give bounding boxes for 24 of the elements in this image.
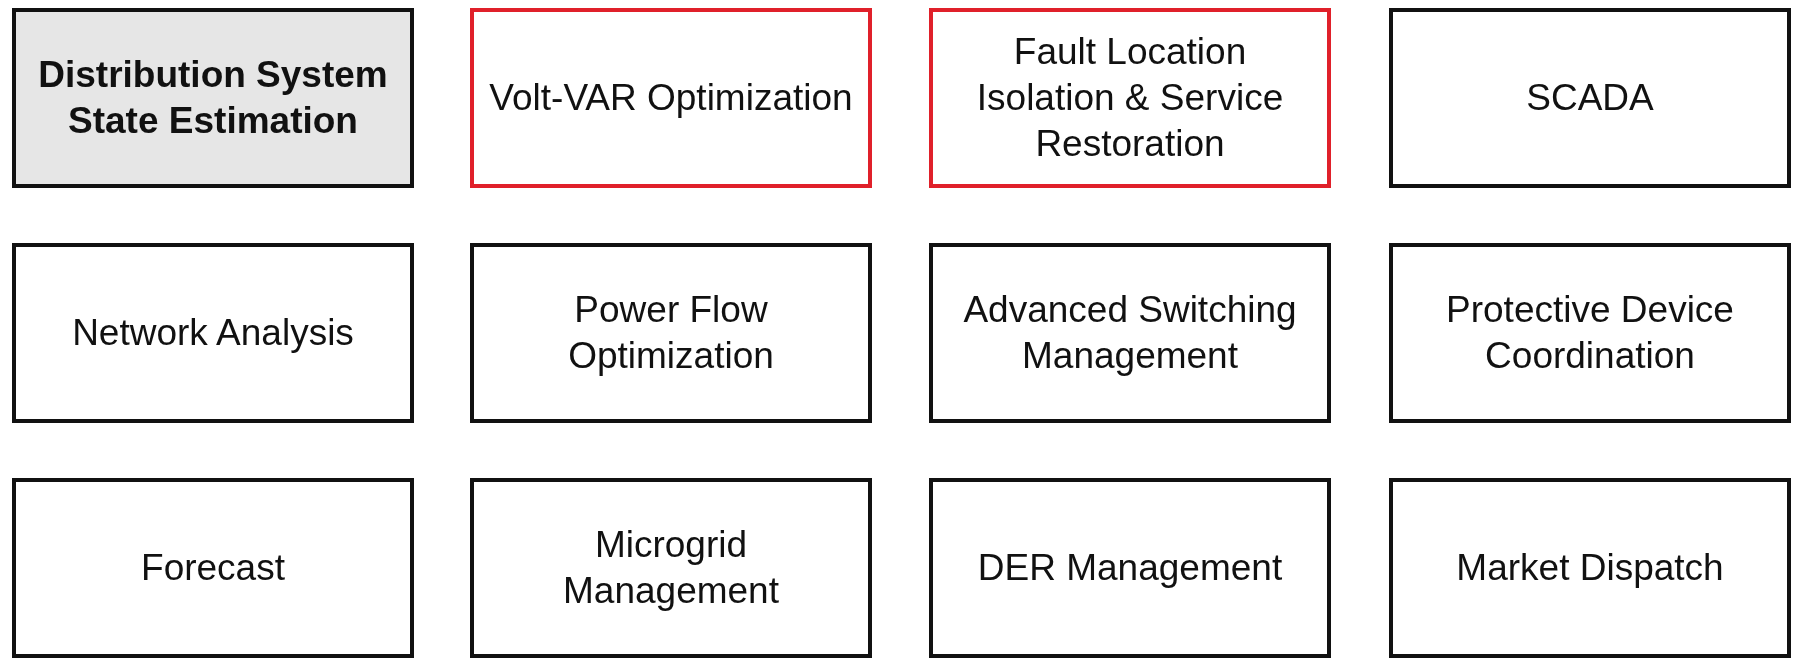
process-box [470,8,872,188]
box-label: Advanced Switching Management [962,287,1298,378]
process-box [470,478,872,658]
box-label: Forecast [141,545,285,590]
box-label: DER Management [977,545,1283,590]
process-box [12,243,414,423]
process-box [929,478,1331,658]
process-box [929,243,1331,423]
process-box [12,8,414,188]
box-label: Network Analysis [72,310,354,355]
box-label: Protective Device Coordination [1445,287,1735,378]
process-box [1389,243,1791,423]
process-box [470,243,872,423]
box-label: Power Flow Optimization [567,287,775,378]
process-box [12,478,414,658]
box-label: Microgrid Management [562,522,780,613]
box-label: Market Dispatch [1456,545,1724,590]
process-box [1389,8,1791,188]
box-label: Fault Location Isolation & Service Restoration [975,29,1285,167]
box-label: Volt-VAR Optimization [489,75,853,120]
process-box [1389,478,1791,658]
box-label: SCADA [1526,75,1654,120]
box-label: Distribution System State Estimation [37,52,389,143]
process-box [929,8,1331,188]
